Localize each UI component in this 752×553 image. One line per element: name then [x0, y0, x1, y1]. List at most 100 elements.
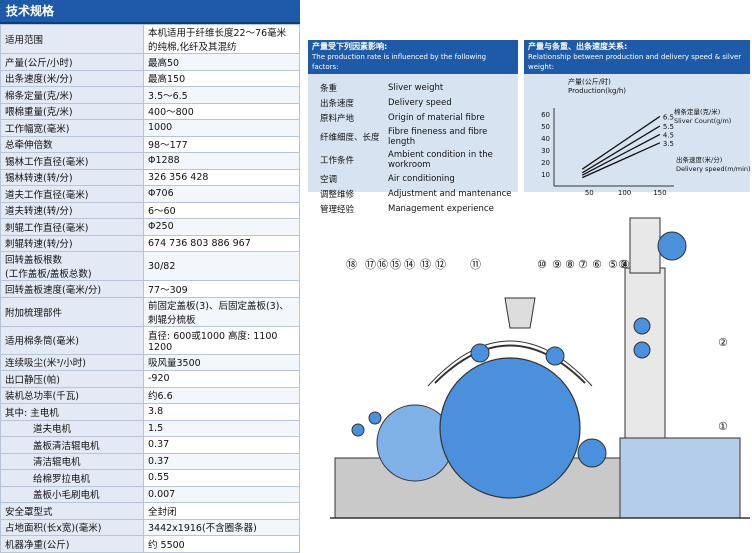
factor-en: Air conditioning	[388, 173, 455, 184]
y-tick-label: 60	[541, 111, 550, 119]
spec-key: 盖板清洁辊电机	[0, 436, 144, 454]
spec-value: 3.5～6.5	[143, 86, 300, 104]
factor-cn: 调整维修	[320, 189, 355, 200]
diagram-label: ⑧	[565, 258, 575, 271]
suction-hood	[504, 297, 536, 329]
spec-key: 刺辊转速(转/分)	[0, 234, 144, 252]
spec-key: 安全罩型式	[0, 502, 144, 520]
diagram-label: ③	[618, 258, 628, 271]
spec-value: 全封闭	[143, 502, 300, 520]
factor-en: Adjustment and mantenance	[388, 188, 512, 199]
spec-value: -920	[143, 370, 300, 388]
spec-key: 连续吸尘(米³/小时)	[0, 353, 144, 371]
relation-panel: 产量与条重、出条速度关系: Relationship between produ…	[524, 40, 751, 197]
x-tick-label: 50	[585, 189, 594, 197]
factor-cn: 原料产地	[320, 113, 355, 124]
series-label: 5.5	[663, 123, 674, 131]
diagram-label: ⑬	[420, 258, 431, 271]
factors-header: 产量受下列因素影响: The production rate is influe…	[308, 40, 518, 74]
y-label-cn: 产量(公斤/时)	[568, 77, 611, 86]
series-line	[581, 125, 661, 174]
spec-value: 1000	[143, 119, 300, 137]
spec-row: 刺辊转速(转/分)674 736 803 886 967	[0, 234, 300, 252]
factor-row: 管理经验 Management experience	[316, 201, 518, 216]
spec-row: 适用范围本机适用于纤维长度22～76毫米的纯棉,化纤及其混纺	[0, 24, 300, 54]
flat-cleaning-roller	[470, 343, 490, 363]
spec-key: 回转盖板速度(毫米/分)	[0, 280, 144, 298]
coiler-base	[619, 437, 741, 519]
factor-cn: 空调	[320, 174, 338, 185]
spec-row: 棉条定量(克/米)3.5～6.5	[0, 86, 300, 104]
y-tick-label: 50	[541, 123, 550, 131]
spec-value: 最高150	[143, 69, 300, 87]
spec-row: 喂棉重量(克/米)400～800	[0, 102, 300, 120]
spec-key: 附加梳理部件	[0, 296, 144, 327]
spec-key: 其中: 主电机	[0, 403, 144, 421]
diagram-label: ⑪	[470, 258, 481, 271]
spec-value: 0.007	[143, 485, 300, 503]
diagram-label: ⑩	[537, 258, 547, 271]
feed-roller-b	[633, 341, 651, 359]
legend-cn: 棉条定量(克/米)	[674, 107, 720, 116]
spec-row: 出条速度(米/分)最高150	[0, 69, 300, 87]
factor-en: Sliver weight	[388, 82, 444, 93]
main-cylinder	[439, 357, 581, 499]
spec-value: 98～177	[143, 135, 300, 153]
diagram-label: ⑮	[390, 258, 401, 271]
factor-en: Delivery speed	[388, 97, 452, 108]
spec-key: 出口静压(帕)	[0, 370, 144, 388]
series-line	[581, 115, 661, 170]
spec-row: 装机总功率(千瓦)约6.6	[0, 386, 300, 404]
spec-value: 0.37	[143, 452, 300, 470]
spec-row: 回转盖板速度(毫米/分)77～309	[0, 280, 300, 298]
spec-key: 盖板小毛刷电机	[0, 485, 144, 503]
spec-key: 道夫转速(转/分)	[0, 201, 144, 219]
spec-key: 道夫工作直径(毫米)	[0, 185, 144, 203]
relation-header: 产量与条重、出条速度关系: Relationship between produ…	[524, 40, 750, 74]
factors-title-en: The production rate is influenced by the…	[312, 53, 487, 71]
chute-tower	[629, 217, 661, 274]
factor-cn: 管理经验	[320, 204, 355, 215]
diagram-label: ⑭	[404, 258, 415, 271]
diagram-label: ①	[718, 420, 728, 433]
factor-en: Management experience	[388, 203, 494, 214]
spec-row: 锡林工作直径(毫米)Φ1288	[0, 152, 300, 170]
flats-belt-outer	[427, 340, 593, 387]
spec-value: 3442x1916(不含圈条器)	[143, 518, 300, 536]
spec-value: 吸风量3500	[143, 353, 300, 371]
series-line	[581, 133, 661, 176]
spec-key: 锡林工作直径(毫米)	[0, 152, 144, 170]
spec-panel: 技术规格 适用范围本机适用于纤维长度22～76毫米的纯棉,化纤及其混纺产量(公斤…	[0, 0, 300, 553]
diagram-label: ⑯	[377, 258, 388, 271]
spec-value: 77～309	[143, 280, 300, 298]
series-label: 4.5	[663, 131, 674, 139]
spec-key: 道夫电机	[0, 419, 144, 437]
diagram-label: ⑨	[552, 258, 562, 271]
spec-row: 产量(公斤/小时)最高50	[0, 53, 300, 71]
spec-row: 出口静压(帕)-920	[0, 370, 300, 388]
spec-row: 锡林转速(转/分)326 356 428	[0, 168, 300, 186]
feed-roller-a	[633, 317, 651, 335]
spec-row: 道夫转速(转/分)6～60	[0, 201, 300, 219]
spec-key: 装机总功率(千瓦)	[0, 386, 144, 404]
spec-key: 回转盖板根数 (工作盖板/盖板总数)	[0, 251, 144, 281]
spec-row: 连续吸尘(米³/小时)吸风量3500	[0, 353, 300, 371]
diagram-label: ⑰	[365, 258, 376, 271]
fan-ball	[657, 231, 687, 261]
spec-value: 0.37	[143, 436, 300, 454]
spec-row: 回转盖板根数 (工作盖板/盖板总数)30/82	[0, 251, 300, 281]
diagram-label: ②	[718, 336, 728, 349]
series-label: 6.5	[663, 113, 674, 121]
diagram-label: ⑥	[592, 258, 602, 271]
spec-row: 适用棉条筒(毫米)直径: 600或1000 高度: 1100 1200	[0, 325, 300, 355]
spec-value: 3.8	[143, 403, 300, 421]
relation-title-cn: 产量与条重、出条速度关系:	[528, 42, 628, 51]
diagram-label: ⑦	[578, 258, 588, 271]
spec-key: 刺辊工作直径(毫米)	[0, 218, 144, 236]
factor-en: Origin of material fibre	[388, 112, 485, 123]
